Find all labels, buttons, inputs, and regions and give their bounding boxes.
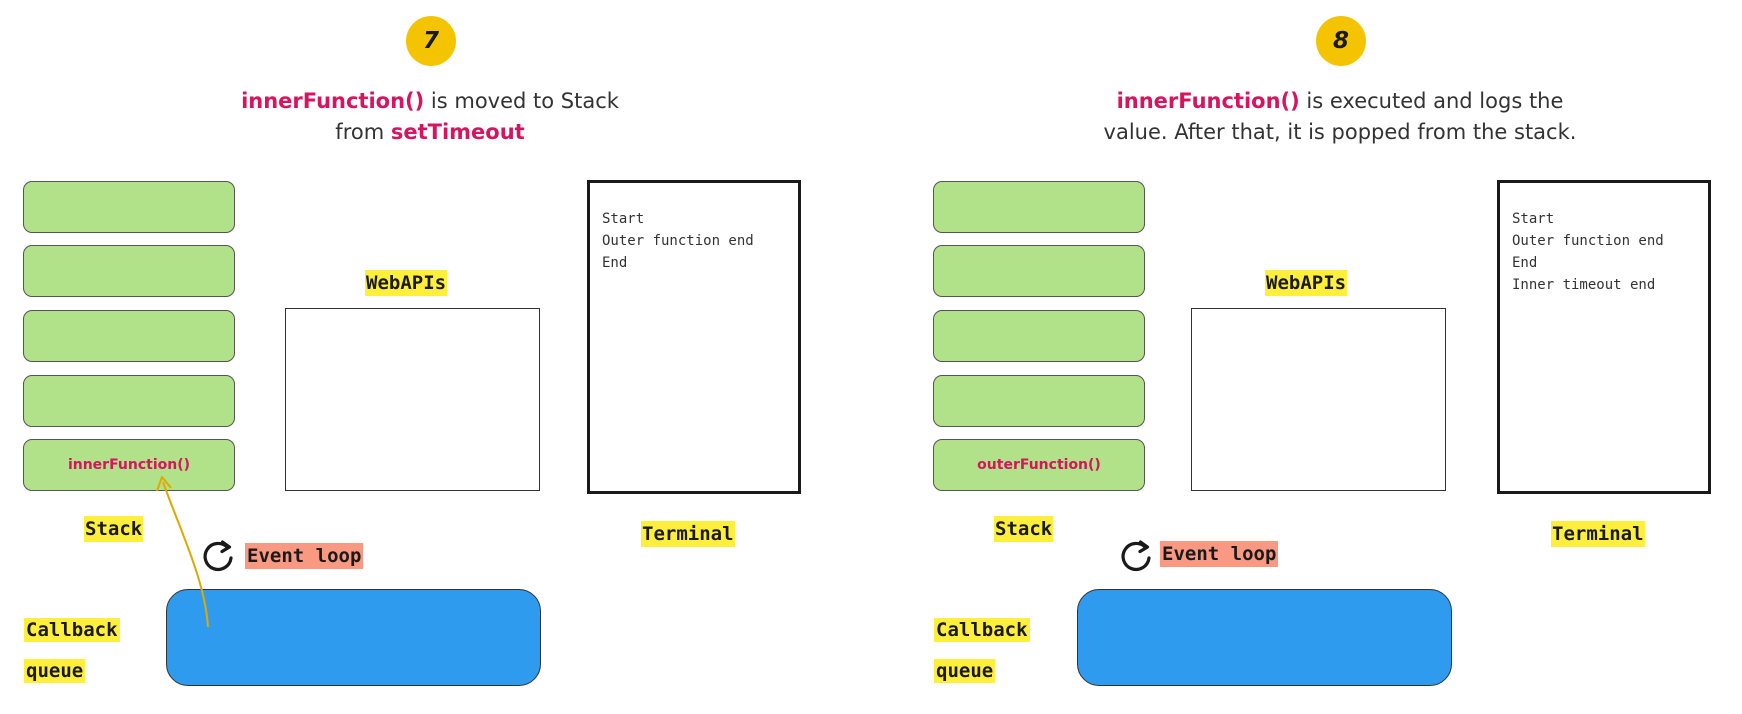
stack-slot: innerFunction() <box>23 439 235 491</box>
terminal-line: Start <box>602 211 645 227</box>
webapis-box <box>285 308 540 491</box>
callback-queue-label-line: Callback <box>934 618 1030 642</box>
callback-queue-label-line: queue <box>934 659 996 683</box>
refresh-icon <box>203 540 233 572</box>
step-7-panel: 7 innerFunction() is moved to Stack from… <box>23 16 801 692</box>
caption-text: is executed and logs the <box>1299 89 1564 113</box>
stack-slot <box>933 310 1145 362</box>
step-caption: innerFunction() is moved to Stack from s… <box>200 86 660 148</box>
terminal-box: Start Outer function end End <box>587 180 801 494</box>
caption-highlight: innerFunction() <box>241 89 425 113</box>
step-badge: 7 <box>406 16 456 66</box>
webapis-label: WebAPIs <box>1265 270 1348 296</box>
stack-label: Stack <box>994 516 1054 542</box>
step-8-panel: 8 innerFunction() is executed and logs t… <box>910 0 1742 714</box>
stack-slot <box>23 310 235 362</box>
caption-text: is moved to Stack <box>424 89 619 113</box>
terminal-line: Start <box>1512 211 1555 227</box>
terminal-label: Terminal <box>1551 521 1645 547</box>
callback-queue-box <box>166 589 541 686</box>
refresh-icon <box>1121 540 1151 572</box>
caption-highlight: setTimeout <box>390 120 525 144</box>
caption-text: from <box>335 120 391 144</box>
terminal-line: Inner timeout end <box>1512 277 1656 293</box>
step-badge: 8 <box>1316 16 1366 66</box>
event-loop-label: Event loop <box>245 543 364 569</box>
stack-slot <box>23 181 235 233</box>
terminal-line: End <box>1512 255 1538 271</box>
webapis-label: WebAPIs <box>365 270 448 296</box>
callback-queue-box <box>1077 589 1452 686</box>
move-arrow <box>156 476 209 628</box>
event-loop-label: Event loop <box>1160 541 1279 567</box>
terminal-line: End <box>602 255 628 271</box>
stack-slot <box>933 181 1145 233</box>
stack-slot <box>23 375 235 427</box>
callback-queue-label-line: Callback <box>24 618 120 642</box>
terminal-line: Outer function end <box>602 233 754 249</box>
terminal-line: Outer function end <box>1512 233 1664 249</box>
step-caption: innerFunction() is executed and logs the… <box>1060 86 1620 148</box>
callback-queue-label-line: queue <box>24 659 86 683</box>
callback-queue-label: Callback queue <box>24 610 120 692</box>
caption-highlight: innerFunction() <box>1116 89 1300 113</box>
stack-slot <box>933 375 1145 427</box>
terminal-box: Start Outer function end End Inner timeo… <box>1497 180 1711 494</box>
stack-slot <box>23 245 235 297</box>
webapis-box <box>1191 308 1446 491</box>
stack-slot: outerFunction() <box>933 439 1145 491</box>
caption-text: value. After that, it is popped from the… <box>1103 120 1577 144</box>
callback-queue-label: Callback queue <box>934 610 1030 692</box>
stack-slot <box>933 245 1145 297</box>
stack-label: Stack <box>84 516 144 542</box>
terminal-label: Terminal <box>641 521 735 547</box>
